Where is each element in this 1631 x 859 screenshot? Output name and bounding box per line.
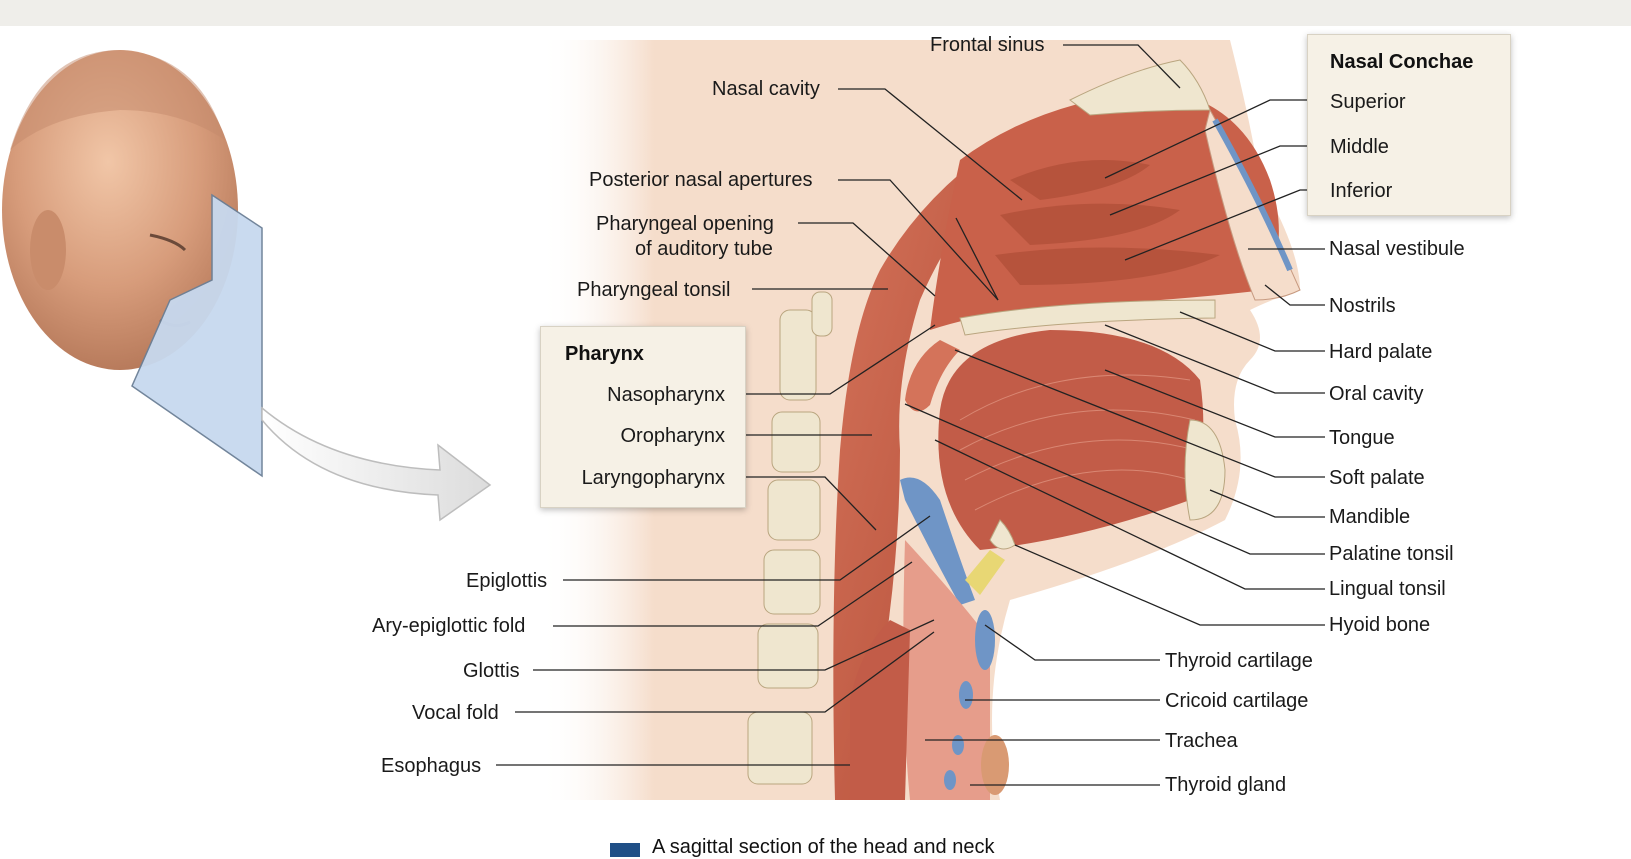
label-hyoid-bone: Hyoid bone [1329, 614, 1431, 636]
label-nasal-cavity: Nasal cavity [712, 78, 820, 100]
esophagus-shape [850, 620, 910, 800]
label-pharyngeal-opening-1: Pharyngeal opening [596, 213, 774, 235]
label-tongue: Tongue [1329, 427, 1395, 449]
label-oral-cavity: Oral cavity [1329, 383, 1424, 405]
label-mandible: Mandible [1329, 506, 1411, 528]
label-nasopharynx: Nasopharynx [607, 384, 725, 406]
top-bar [0, 0, 1631, 26]
label-hard-palate: Hard palate [1329, 341, 1433, 363]
figure-caption: A sagittal section of the head and neck [652, 836, 995, 858]
label-pharyngeal-opening-2: of auditory tube [635, 238, 773, 260]
epiglottis-shape [900, 477, 975, 605]
label-laryngopharynx: Laryngopharynx [581, 467, 725, 489]
label-cricoid-cartilage: Cricoid cartilage [1165, 690, 1309, 712]
label-thyroid-gland: Thyroid gland [1165, 774, 1287, 796]
label-thyroid-cartilage: Thyroid cartilage [1165, 650, 1313, 672]
tongue-muscle [938, 330, 1204, 550]
label-epiglottis: Epiglottis [466, 570, 548, 592]
sagittal-plane-panel [131, 193, 263, 478]
soft-palate-shape [905, 340, 960, 412]
nasal-conchae-box-title: Nasal Conchae [1330, 51, 1474, 73]
label-palatine-tonsil: Palatine tonsil [1329, 543, 1454, 565]
face-photo [2, 50, 238, 370]
label-lingual-tonsil: Lingual tonsil [1329, 578, 1446, 600]
label-esophagus: Esophagus [381, 755, 482, 777]
label-trachea: Trachea [1165, 730, 1238, 752]
label-middle-concha: Middle [1330, 136, 1389, 158]
label-pharyngeal-tonsil: Pharyngeal tonsil [577, 279, 731, 301]
vertebral-column [747, 291, 833, 785]
label-soft-palate: Soft palate [1329, 467, 1425, 489]
label-vocal-fold: Vocal fold [412, 702, 499, 724]
label-oropharynx: Oropharynx [620, 425, 726, 447]
pharynx-box-title: Pharynx [565, 343, 644, 365]
label-superior-concha: Superior [1330, 91, 1406, 113]
label-nasal-vestibule: Nasal vestibule [1329, 238, 1465, 260]
label-frontal-sinus: Frontal sinus [930, 34, 1045, 56]
label-ary-epiglottic-fold: Ary-epiglottic fold [372, 615, 526, 637]
larynx-shape [903, 540, 990, 800]
leader-lines [496, 44, 1325, 786]
direction-arrow [261, 406, 492, 522]
hard-palate-bone [959, 299, 1216, 336]
label-inferior-concha: Inferior [1330, 180, 1393, 202]
label-posterior-nasal-apertures: Posterior nasal apertures [589, 169, 813, 191]
frontal-bone [1069, 59, 1211, 116]
caption-marker [610, 843, 640, 857]
nasal-conchae-box: Nasal Conchae Superior Middle Inferior [1307, 34, 1511, 216]
pharynx-box: Pharynx Nasopharynx Oropharynx Laryngoph… [540, 326, 746, 508]
label-glottis: Glottis [463, 660, 520, 682]
label-nostrils: Nostrils [1329, 295, 1396, 317]
